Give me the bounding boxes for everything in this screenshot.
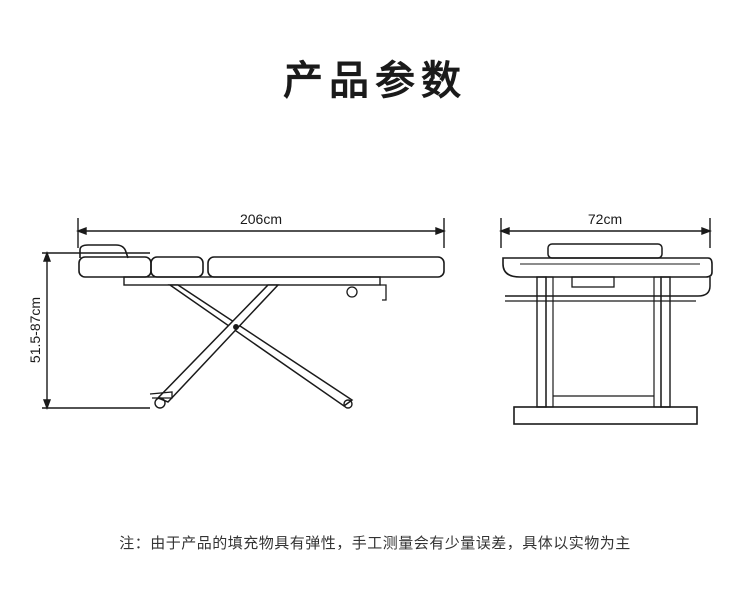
side-bracket [380, 284, 387, 301]
length-label: 206cm [240, 211, 282, 227]
front-view [499, 218, 713, 425]
width-label: 72cm [588, 211, 622, 227]
mattress-foot-section [207, 256, 445, 278]
scissor-legs [156, 284, 354, 407]
width-dimension-line [499, 218, 712, 248]
height-label: 51.5-87cm [27, 297, 43, 363]
front-headrest [547, 243, 663, 259]
front-base [513, 406, 698, 425]
front-tray [571, 276, 615, 288]
side-view [42, 218, 446, 410]
adjust-knob [346, 286, 358, 298]
mattress-head-section [78, 256, 152, 278]
headrest-cushion [79, 244, 129, 259]
front-mattress [502, 257, 713, 278]
height-dimension-line [42, 251, 150, 410]
page-title: 产品参数 [283, 58, 467, 104]
armrest-bar [505, 277, 711, 297]
frame-rail [123, 276, 381, 286]
mattress-middle-section [150, 256, 204, 278]
measurement-note: 注：由于产品的填充物具有弹性，手工测量会有少量误差，具体以实物为主 [119, 534, 631, 552]
length-dimension-line [76, 218, 446, 248]
wheel-icon [154, 397, 166, 409]
